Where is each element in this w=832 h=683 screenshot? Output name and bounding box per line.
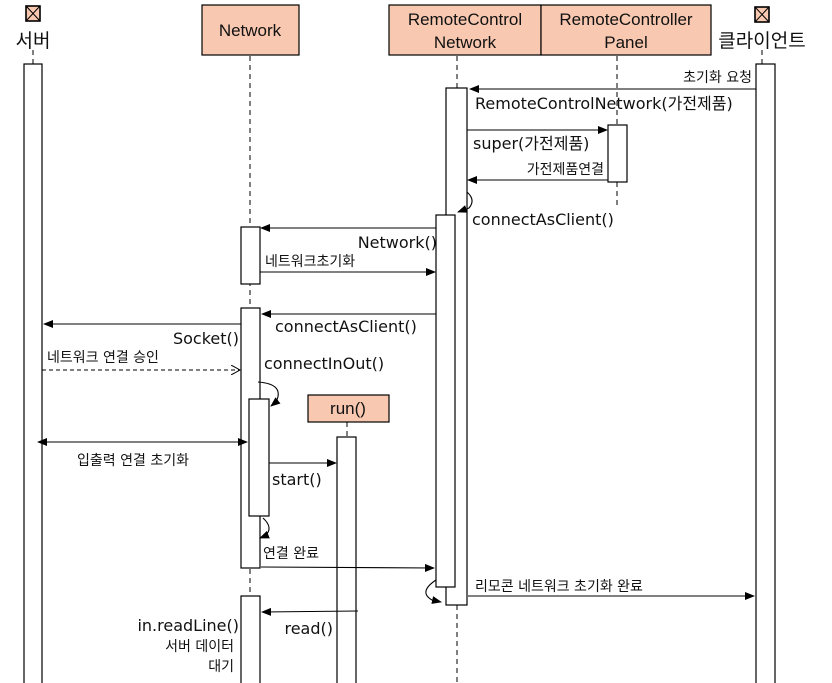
msg-connect-in-out-label: connectInOut() xyxy=(264,354,384,373)
rcn-label-line2: Network xyxy=(434,33,497,52)
participant-run: run() xyxy=(307,394,390,423)
participant-remote-control-network: RemoteControl Network xyxy=(388,4,542,56)
msg-io-init-label: 입출력 연결 초기화 xyxy=(77,453,189,469)
msg-rcn-return-curve-arrow xyxy=(425,579,442,604)
network-label: Network xyxy=(219,21,282,40)
read-line-label: in.readLine() xyxy=(137,616,239,635)
rcn-nested-activation xyxy=(435,214,456,588)
msg-return-curve-arrow xyxy=(259,517,270,539)
server-data-wait-label-1: 서버 데이터 xyxy=(165,639,234,655)
network-box xyxy=(201,4,300,56)
client-label: 클라이언트 xyxy=(718,30,805,52)
msg-rcn-constructor-label: RemoteControlNetwork(가전제품) xyxy=(475,94,733,113)
network-activation-3 xyxy=(240,595,261,683)
rcn-label-line1: RemoteControl xyxy=(408,10,522,29)
msg-start-label: start() xyxy=(272,470,322,489)
rcn-box xyxy=(388,4,542,56)
msg-connect-as-client-self-arrow xyxy=(457,191,473,213)
rcp-label-line2: Panel xyxy=(604,33,647,52)
participant-client: 클라이언트 xyxy=(718,6,806,52)
msg-read-arrow xyxy=(261,607,359,616)
client-boundary-icon xyxy=(754,6,770,23)
server-data-wait-label-2: 대기 xyxy=(208,659,234,675)
participant-remote-controller-panel: RemoteController Panel xyxy=(540,4,712,56)
server-boundary-icon xyxy=(25,5,41,22)
network-activation-1 xyxy=(240,226,261,285)
msg-network-init-label: 네트워크초기화 xyxy=(265,254,355,270)
server-activation xyxy=(23,63,43,683)
msg-connect-done-arrow xyxy=(260,563,435,572)
msg-network-constructor-label: Network() xyxy=(358,233,437,252)
msg-appliance-connect-label: 가전제품연결 xyxy=(527,162,604,178)
run-label: run() xyxy=(330,399,366,418)
msg-connect-done-label: 연결 완료 xyxy=(263,546,319,562)
msg-connect-as-client-label: connectAsClient() xyxy=(275,317,417,336)
msg-socket-label: Socket() xyxy=(173,329,239,348)
rcp-activation xyxy=(607,124,628,183)
rcp-label-line1: RemoteController xyxy=(559,10,693,29)
client-activation xyxy=(755,63,776,683)
run-activation xyxy=(336,436,357,683)
msg-network-accept-label: 네트워크 연결 승인 xyxy=(47,350,159,366)
participant-network: Network xyxy=(201,4,300,56)
msg-super-label: super(가전제품) xyxy=(473,134,589,153)
msg-rc-network-init-done-label: 리모콘 네트워크 초기화 완료 xyxy=(475,579,643,595)
msg-read-label: read() xyxy=(284,619,333,638)
msg-init-request-label: 초기화 요청 xyxy=(683,70,752,86)
msg-connect-in-out-arrow xyxy=(257,381,281,407)
run-box xyxy=(307,394,390,423)
network-nested-activation xyxy=(248,398,270,517)
server-label: 서버 xyxy=(16,30,51,52)
msg-connect-as-client-self-label: connectAsClient() xyxy=(472,210,614,229)
participant-server: 서버 xyxy=(16,5,51,52)
rcp-box xyxy=(540,4,712,56)
